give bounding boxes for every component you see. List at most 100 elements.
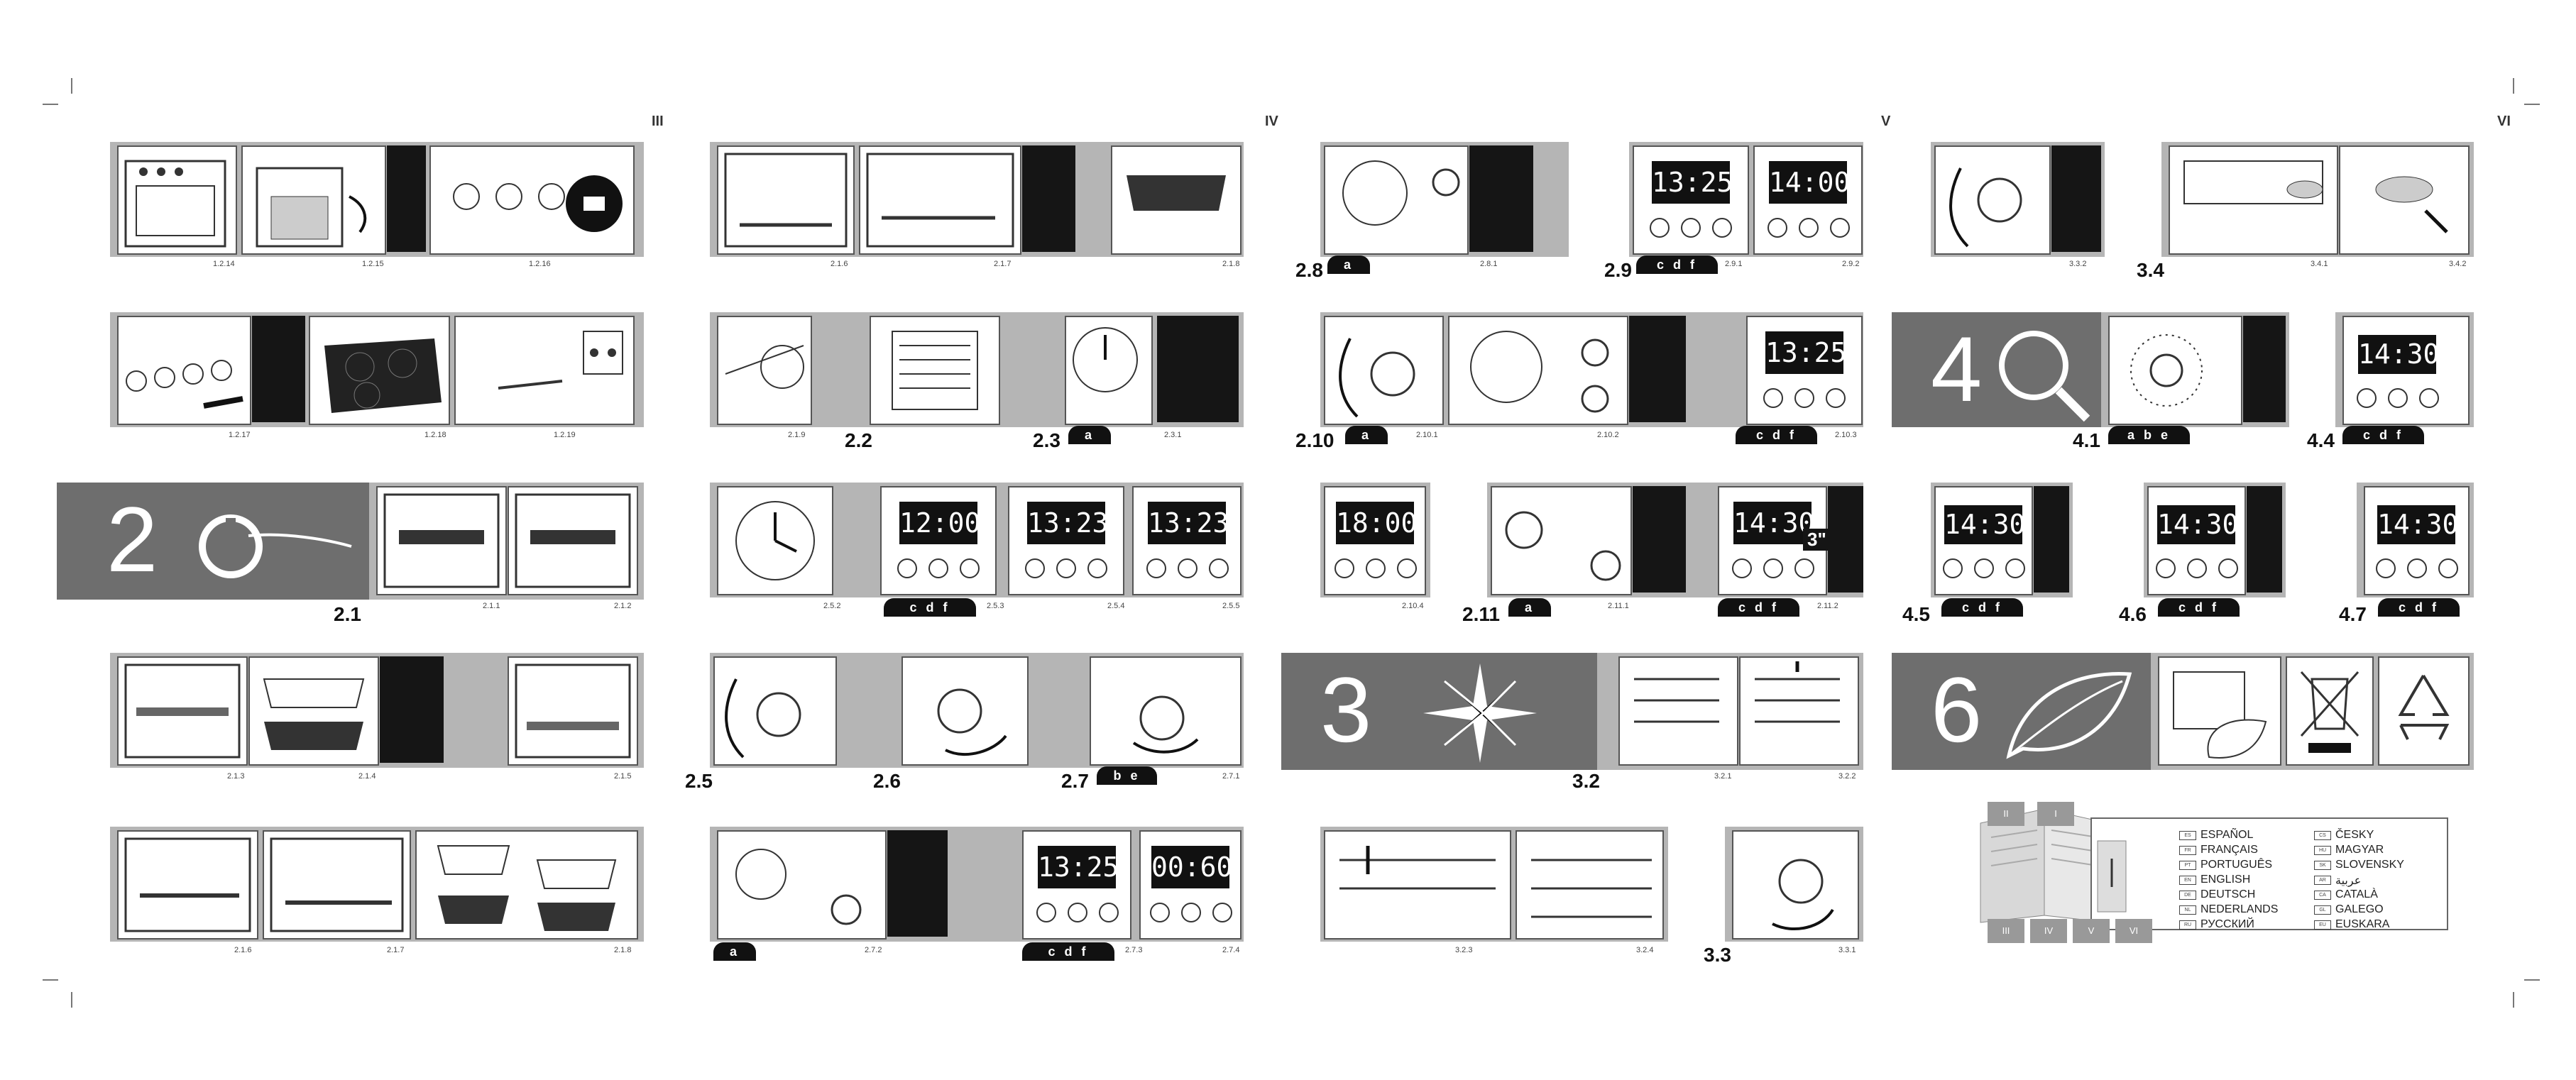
caption: 2.8.1: [1480, 260, 1498, 268]
caption: 2.1.1: [483, 602, 500, 610]
language-name: ESPAÑOL: [2200, 829, 2254, 841]
step-label: 4.5: [1902, 603, 1930, 625]
plus-button[interactable]: [1099, 903, 1119, 922]
clock-button[interactable]: [2388, 388, 2408, 408]
minus-button[interactable]: [1036, 903, 1056, 922]
step-label: 4.4: [2307, 429, 2335, 451]
crop-mark: [43, 104, 58, 105]
rail-hand-illustration: [1516, 830, 1664, 940]
step-label: 3.4: [2137, 259, 2164, 281]
step-label: 2.1: [334, 603, 361, 625]
plus-button[interactable]: [2419, 388, 2439, 408]
caption: 3.4.1: [2311, 260, 2328, 268]
timer-display: 13:25: [1746, 316, 1863, 425]
plus-button[interactable]: [2218, 558, 2238, 578]
step-label: 2.6: [873, 770, 901, 792]
callout-block: [2051, 145, 2101, 252]
caption: 1.2.16: [529, 260, 551, 268]
clock-button[interactable]: [1056, 558, 1076, 578]
plus-button[interactable]: [2005, 558, 2025, 578]
minus-button[interactable]: [1763, 388, 1783, 408]
clock-button[interactable]: [1366, 558, 1386, 578]
callout-block: [887, 830, 948, 937]
clock-button[interactable]: [1799, 218, 1819, 238]
lamp-cover-illustration: [2339, 145, 2470, 255]
callout-block: [380, 656, 444, 763]
caption: 2.1.5: [614, 772, 632, 781]
knobs-illustration: [429, 145, 635, 255]
clock-button[interactable]: [2407, 558, 2427, 578]
lcd-readout: 14:30: [1944, 505, 2025, 544]
caption: 2.7.3: [1125, 946, 1143, 954]
language-code-box: CA: [2314, 891, 2331, 900]
language-code-box: EU: [2314, 920, 2331, 930]
caption: 2.1.8: [614, 946, 632, 954]
plus-button[interactable]: [960, 558, 980, 578]
plus-button[interactable]: [1087, 558, 1107, 578]
caption: 2.10.2: [1597, 431, 1619, 439]
plus-button[interactable]: [1212, 903, 1232, 922]
language-name: SLOVENSKY: [2335, 859, 2404, 871]
clock-button[interactable]: [928, 558, 948, 578]
plus-button[interactable]: [1397, 558, 1417, 578]
hob-illustration: [309, 316, 450, 425]
lcd-readout: 14:30: [2157, 505, 2238, 544]
lcd-readout: 14:00: [1769, 161, 1850, 204]
clock-button[interactable]: [1974, 558, 1994, 578]
variant-tab: c d f: [2378, 598, 2460, 617]
step-label: 2.9: [1604, 259, 1632, 281]
minus-button[interactable]: [1943, 558, 1963, 578]
clock-button[interactable]: [1068, 903, 1087, 922]
language-name: DEUTSCH: [2200, 888, 2256, 900]
clock-button[interactable]: [1178, 558, 1197, 578]
caption: 2.1.7: [387, 946, 405, 954]
minus-button[interactable]: [1025, 558, 1045, 578]
rack-detail-illustration: [717, 316, 812, 425]
caption: 2.5.3: [987, 602, 1004, 610]
clock-button[interactable]: [1181, 903, 1201, 922]
timer-display: 18:00: [1324, 486, 1426, 595]
minus-button[interactable]: [1767, 218, 1787, 238]
caption: 2.9.2: [1842, 260, 1860, 268]
section-2-band: [57, 483, 369, 600]
language-code-box: RU: [2179, 920, 2196, 930]
crop-mark: [2513, 992, 2514, 1008]
shelf-levels-illustration: [870, 316, 1000, 425]
caption: 3.2.4: [1636, 946, 1654, 954]
minus-button[interactable]: [2376, 558, 2396, 578]
plus-button[interactable]: [2438, 558, 2458, 578]
minus-button[interactable]: [897, 558, 917, 578]
temperature-dial-illustration: [2108, 316, 2242, 425]
timer-display: 12:00: [880, 486, 997, 595]
callout-block: [252, 316, 305, 422]
clock-button[interactable]: [1763, 558, 1783, 578]
variant-tab: a b e: [2108, 426, 2190, 444]
caption: 2.3.1: [1164, 431, 1182, 439]
booklet-tab: II: [1988, 802, 2024, 826]
plus-button[interactable]: [1826, 388, 1846, 408]
caption: 1.2.15: [362, 260, 384, 268]
caption: 2.1.6: [831, 260, 848, 268]
language-name: РУССКИЙ: [2200, 918, 2254, 930]
clock-button[interactable]: [1681, 218, 1701, 238]
lcd-readout: 13:23: [1148, 502, 1229, 544]
plus-button[interactable]: [1209, 558, 1229, 578]
minus-button[interactable]: [1650, 218, 1670, 238]
minus-button[interactable]: [2156, 558, 2176, 578]
minus-button[interactable]: [1146, 558, 1166, 578]
language-code-box: CS: [2314, 831, 2331, 840]
caption: 2.1.3: [227, 772, 245, 781]
clock-button[interactable]: [2187, 558, 2207, 578]
timer-display: 14:30: [2147, 486, 2246, 595]
minus-button[interactable]: [1334, 558, 1354, 578]
clock-button[interactable]: [1794, 388, 1814, 408]
minus-button[interactable]: [1150, 903, 1170, 922]
language-code-box: ES: [2179, 831, 2196, 840]
plus-button[interactable]: [1794, 558, 1814, 578]
minus-button[interactable]: [2357, 388, 2377, 408]
plus-button[interactable]: [1712, 218, 1732, 238]
minus-button[interactable]: [1732, 558, 1752, 578]
caption: 2.1.4: [358, 772, 376, 781]
caption: 2.5.4: [1107, 602, 1125, 610]
plus-button[interactable]: [1830, 218, 1850, 238]
